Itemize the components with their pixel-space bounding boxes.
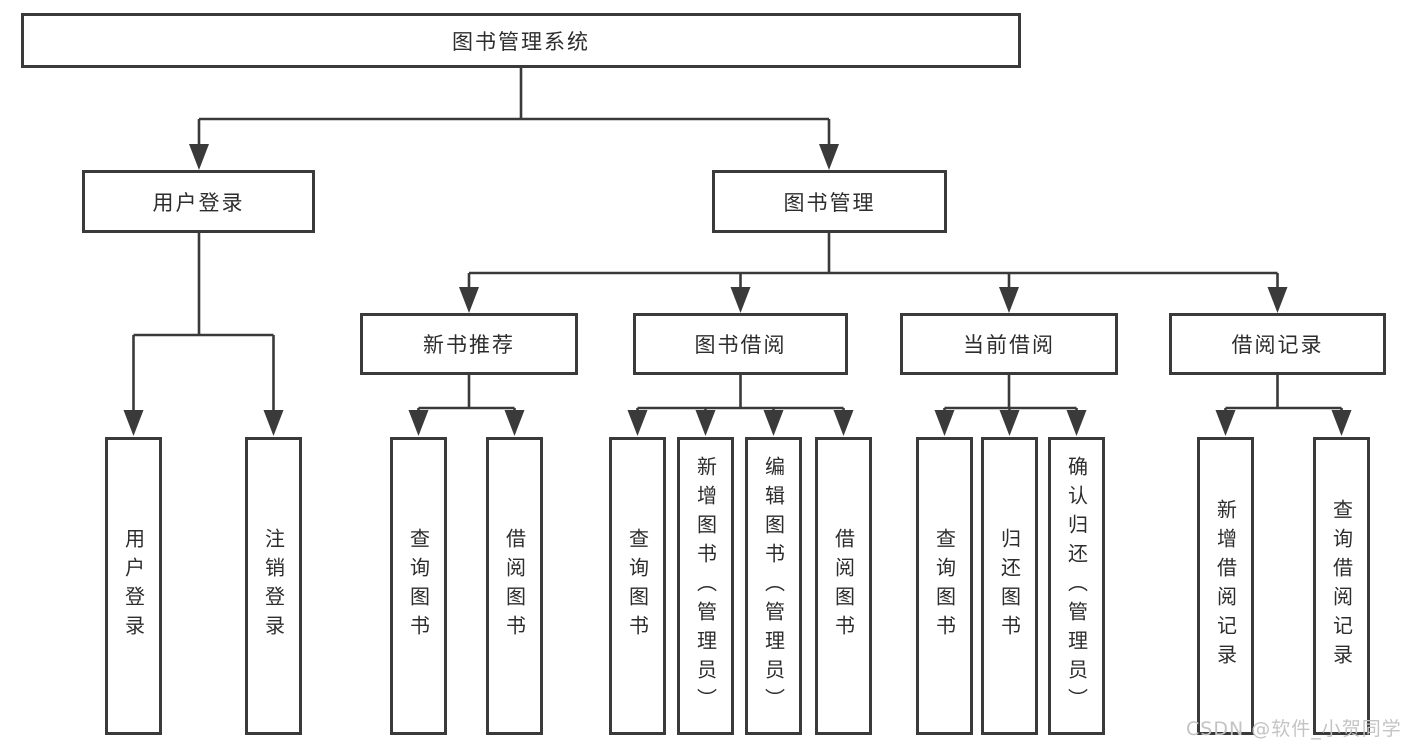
node-label: 用户登录 bbox=[152, 190, 245, 215]
leaf-borrow-books: 借阅图书 bbox=[815, 437, 872, 735]
node-borrowing-records: 借阅记录 bbox=[1169, 313, 1386, 375]
leaf-label: 查询图书 bbox=[406, 528, 431, 644]
node-label: 当前借阅 bbox=[963, 333, 1055, 357]
node-label: 图书借阅 bbox=[694, 333, 787, 357]
leaf-label: 归还图书 bbox=[997, 528, 1022, 644]
leaf-search-borrow-record: 查询借阅记录 bbox=[1313, 437, 1370, 735]
node-new-book-recommendation: 新书推荐 bbox=[360, 313, 578, 375]
leaf-confirm-return-admin: 确认归还（管理员） bbox=[1048, 437, 1105, 735]
leaf-logout: 注销登录 bbox=[245, 437, 302, 735]
leaf-label: 用户登录 bbox=[121, 528, 146, 644]
node-root-library-system: 图书管理系统 bbox=[21, 13, 1021, 68]
leaf-label: 确认归还（管理员） bbox=[1064, 455, 1089, 717]
leaf-label: 编辑图书（管理员） bbox=[761, 455, 786, 717]
leaf-label: 查询借阅记录 bbox=[1329, 499, 1354, 673]
csdn-watermark: CSDN @软件_小贺同学 bbox=[1186, 718, 1402, 740]
leaf-add-borrow-record: 新增借阅记录 bbox=[1197, 437, 1254, 735]
node-label: 新书推荐 bbox=[423, 333, 515, 357]
leaf-label: 新增借阅记录 bbox=[1213, 499, 1238, 673]
leaf-search-books-borrow: 查询图书 bbox=[609, 437, 666, 735]
node-current-borrowing: 当前借阅 bbox=[900, 313, 1118, 375]
leaf-search-books-rec: 查询图书 bbox=[390, 437, 447, 735]
leaf-label: 借阅图书 bbox=[502, 528, 527, 644]
leaf-label: 查询图书 bbox=[932, 528, 957, 644]
node-label: 图书管理 bbox=[783, 190, 876, 215]
leaf-label: 新增图书（管理员） bbox=[693, 455, 718, 717]
leaf-edit-books-admin: 编辑图书（管理员） bbox=[745, 437, 802, 735]
node-book-borrowing: 图书借阅 bbox=[633, 313, 848, 375]
leaf-search-books-current: 查询图书 bbox=[916, 437, 973, 735]
leaf-return-books: 归还图书 bbox=[981, 437, 1038, 735]
leaf-label: 借阅图书 bbox=[831, 528, 856, 644]
leaf-label: 注销登录 bbox=[261, 528, 286, 644]
leaf-add-books-admin: 新增图书（管理员） bbox=[677, 437, 734, 735]
leaf-label: 查询图书 bbox=[625, 528, 650, 644]
node-label: 图书管理系统 bbox=[452, 29, 590, 54]
node-user-login: 用户登录 bbox=[82, 170, 315, 233]
node-label: 借阅记录 bbox=[1231, 333, 1324, 357]
node-book-management: 图书管理 bbox=[712, 170, 947, 233]
leaf-borrow-books-rec: 借阅图书 bbox=[486, 437, 543, 735]
leaf-user-login: 用户登录 bbox=[105, 437, 162, 735]
